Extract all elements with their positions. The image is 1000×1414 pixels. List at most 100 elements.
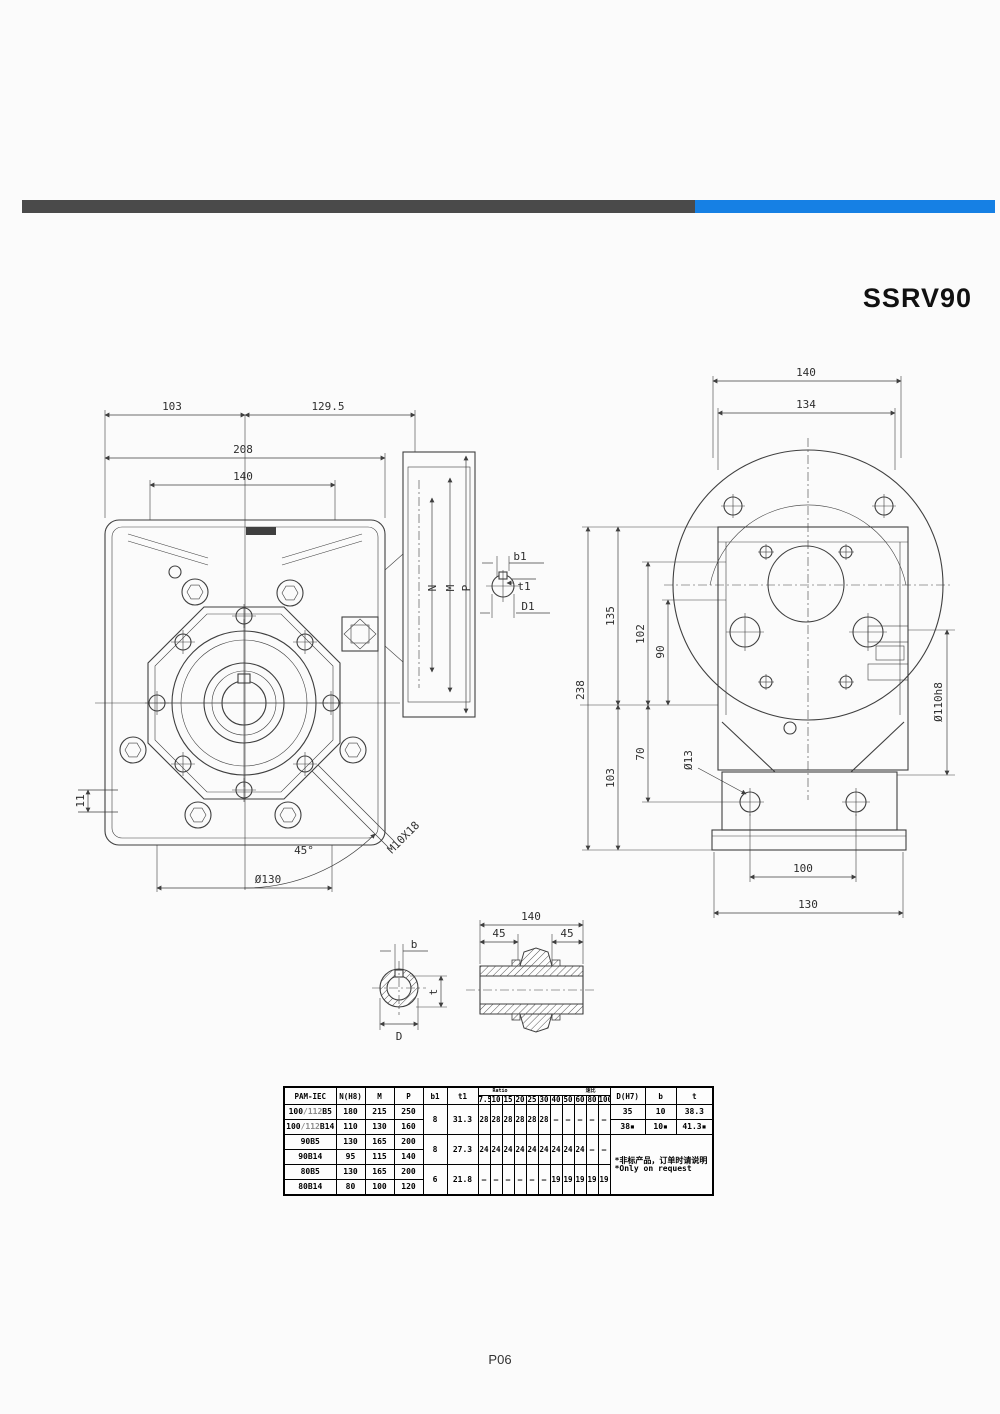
- cell-ratio: 24: [525, 1134, 539, 1165]
- dim-label-11: 11: [74, 794, 87, 807]
- dim-label-side-134: 134: [796, 398, 816, 411]
- header-m: M: [364, 1086, 395, 1105]
- cell-b: 10: [644, 1104, 677, 1120]
- header-n: N(H8): [335, 1086, 366, 1105]
- ratio-col: 100: [597, 1095, 611, 1105]
- hex-screws: [119, 578, 367, 829]
- dim-label-side-130: 130: [798, 898, 818, 911]
- cell-ratio: –: [525, 1164, 539, 1196]
- dim-label-b1: b1: [513, 550, 526, 563]
- dim-side-right: Ø110h8: [897, 629, 955, 776]
- cell-p: 200: [393, 1134, 424, 1150]
- technical-drawing: N M P 103 129.5 208 140 11: [74, 366, 955, 1043]
- header-bar-blue-segment: [695, 200, 995, 213]
- dim-side-top: 140 134: [712, 366, 902, 470]
- dim-front-top: 103 129.5 208 140: [104, 400, 416, 520]
- cell-ratio: 19: [561, 1164, 575, 1196]
- cell-ratio: 24: [501, 1134, 515, 1165]
- note-line-1: *非标产品，订单时请说明: [614, 1155, 708, 1165]
- header-ratio-band: Ratio 速比: [477, 1086, 611, 1096]
- dim-label-d1: D1: [521, 600, 534, 613]
- dim-label-45-right: 45: [560, 927, 573, 940]
- side-view-drawing: 140 134 238 135 103 102 70 90 Ø1: [574, 366, 955, 918]
- dim-label-140: 140: [233, 470, 253, 483]
- table-row: 80B5 130 165 200 6 21.8 – – – – – – 19 1…: [283, 1164, 713, 1196]
- cell-n: 110: [335, 1119, 366, 1135]
- cell-m: 165: [364, 1134, 395, 1150]
- cell-m: 165: [364, 1164, 395, 1180]
- cell-d: 38▪: [609, 1119, 646, 1135]
- cell-pam: 90B5: [283, 1134, 337, 1150]
- note-line-2: *Only on request: [614, 1163, 692, 1173]
- cell-ratio: 28: [525, 1104, 539, 1135]
- cell-m: 130: [364, 1119, 395, 1135]
- dim-label-N: N: [426, 585, 439, 592]
- cell-b1: 6: [422, 1164, 448, 1196]
- table-row: 100/112B14 110 130 160 38▪ 10▪ 41.3▪: [283, 1119, 714, 1135]
- cell-p: 160: [393, 1119, 424, 1135]
- dim-label-135: 135: [604, 606, 617, 626]
- pin-hole: [168, 565, 182, 579]
- cell-ratio: 19: [597, 1164, 611, 1196]
- cell-ratio: –: [549, 1104, 563, 1135]
- cell-m: 215: [364, 1104, 395, 1120]
- cell-m: 100: [364, 1179, 395, 1196]
- cell-ratio: 24: [513, 1134, 527, 1165]
- cell-pam: 90B14: [283, 1149, 337, 1165]
- cell-t: 41.3▪: [675, 1119, 714, 1135]
- cell-n: 130: [335, 1134, 366, 1150]
- header-bar: [22, 200, 995, 213]
- cell-ratio: –: [585, 1104, 599, 1135]
- header-t: t: [675, 1086, 714, 1105]
- dim-front-bottom: 11 Ø130 45° M10X18: [74, 764, 422, 892]
- spec-table-container: PAM-IEC N(H8) M P b1 t1 Ratio 速比 D(H7) b…: [283, 1086, 715, 1196]
- table-note: *非标产品，订单时请说明 *Only on request: [609, 1134, 714, 1196]
- cell-ratio: –: [513, 1164, 527, 1196]
- ratio-col: 80: [585, 1095, 599, 1105]
- cell-pam: 80B5: [283, 1164, 337, 1180]
- dim-label-t: t: [427, 989, 440, 996]
- dim-label-side-140: 140: [796, 366, 816, 379]
- cell-p: 250: [393, 1104, 424, 1120]
- housing-top-tab: [246, 527, 276, 535]
- header-b1: b1: [422, 1086, 448, 1105]
- ratio-col: 40: [549, 1095, 563, 1105]
- ratio-band-label-right: 速比: [585, 1088, 596, 1094]
- dim-label-130dia: Ø130: [255, 873, 282, 886]
- dim-label-90: 90: [654, 645, 667, 658]
- page-title: SSRV90: [862, 283, 972, 313]
- header-pam-iec: PAM-IEC: [283, 1086, 337, 1105]
- dim-label-13dia: Ø13: [682, 750, 695, 770]
- dim-label-P: P: [460, 584, 473, 591]
- dim-label-110h8: Ø110h8: [932, 682, 945, 722]
- dim-label-129-5: 129.5: [311, 400, 344, 413]
- table-header-row: PAM-IEC N(H8) M P b1 t1 Ratio 速比 D(H7) b…: [283, 1086, 714, 1105]
- cell-t1: 27.3: [446, 1134, 479, 1165]
- dim-label-shaft-140: 140: [521, 910, 541, 923]
- cell-ratio: 24: [477, 1134, 491, 1165]
- table-row: 80B14 80 100 120: [283, 1179, 713, 1196]
- cell-n: 130: [335, 1164, 366, 1180]
- ratio-col: 7.5: [477, 1095, 491, 1105]
- dim-label-45-left: 45: [492, 927, 505, 940]
- cell-ratio: –: [597, 1134, 611, 1165]
- dim-label-d: D: [396, 1030, 403, 1043]
- ratio-col: 50: [561, 1095, 575, 1105]
- header-d-h7: D(H7): [609, 1086, 646, 1105]
- cell-ratio: 28: [501, 1104, 515, 1135]
- page-number: P06: [488, 1352, 512, 1367]
- cell-p: 200: [393, 1164, 424, 1180]
- ratio-col: 15: [501, 1095, 515, 1105]
- dim-side-left: 238 135 103 102 70 90 Ø13: [574, 526, 747, 851]
- cell-d: 35: [609, 1104, 646, 1120]
- dim-label-208: 208: [233, 443, 253, 456]
- cell-b1: 8: [422, 1104, 448, 1135]
- dim-label-103: 103: [162, 400, 182, 413]
- hollow-shaft-section: 140 45 45: [466, 910, 597, 1033]
- ratio-band-label-left: Ratio: [492, 1088, 508, 1094]
- cell-ratio: 19: [573, 1164, 587, 1196]
- dim-label-238: 238: [574, 680, 587, 700]
- cell-ratio: –: [573, 1104, 587, 1135]
- cell-t1: 21.8: [446, 1164, 479, 1196]
- cell-ratio: 24: [489, 1134, 503, 1165]
